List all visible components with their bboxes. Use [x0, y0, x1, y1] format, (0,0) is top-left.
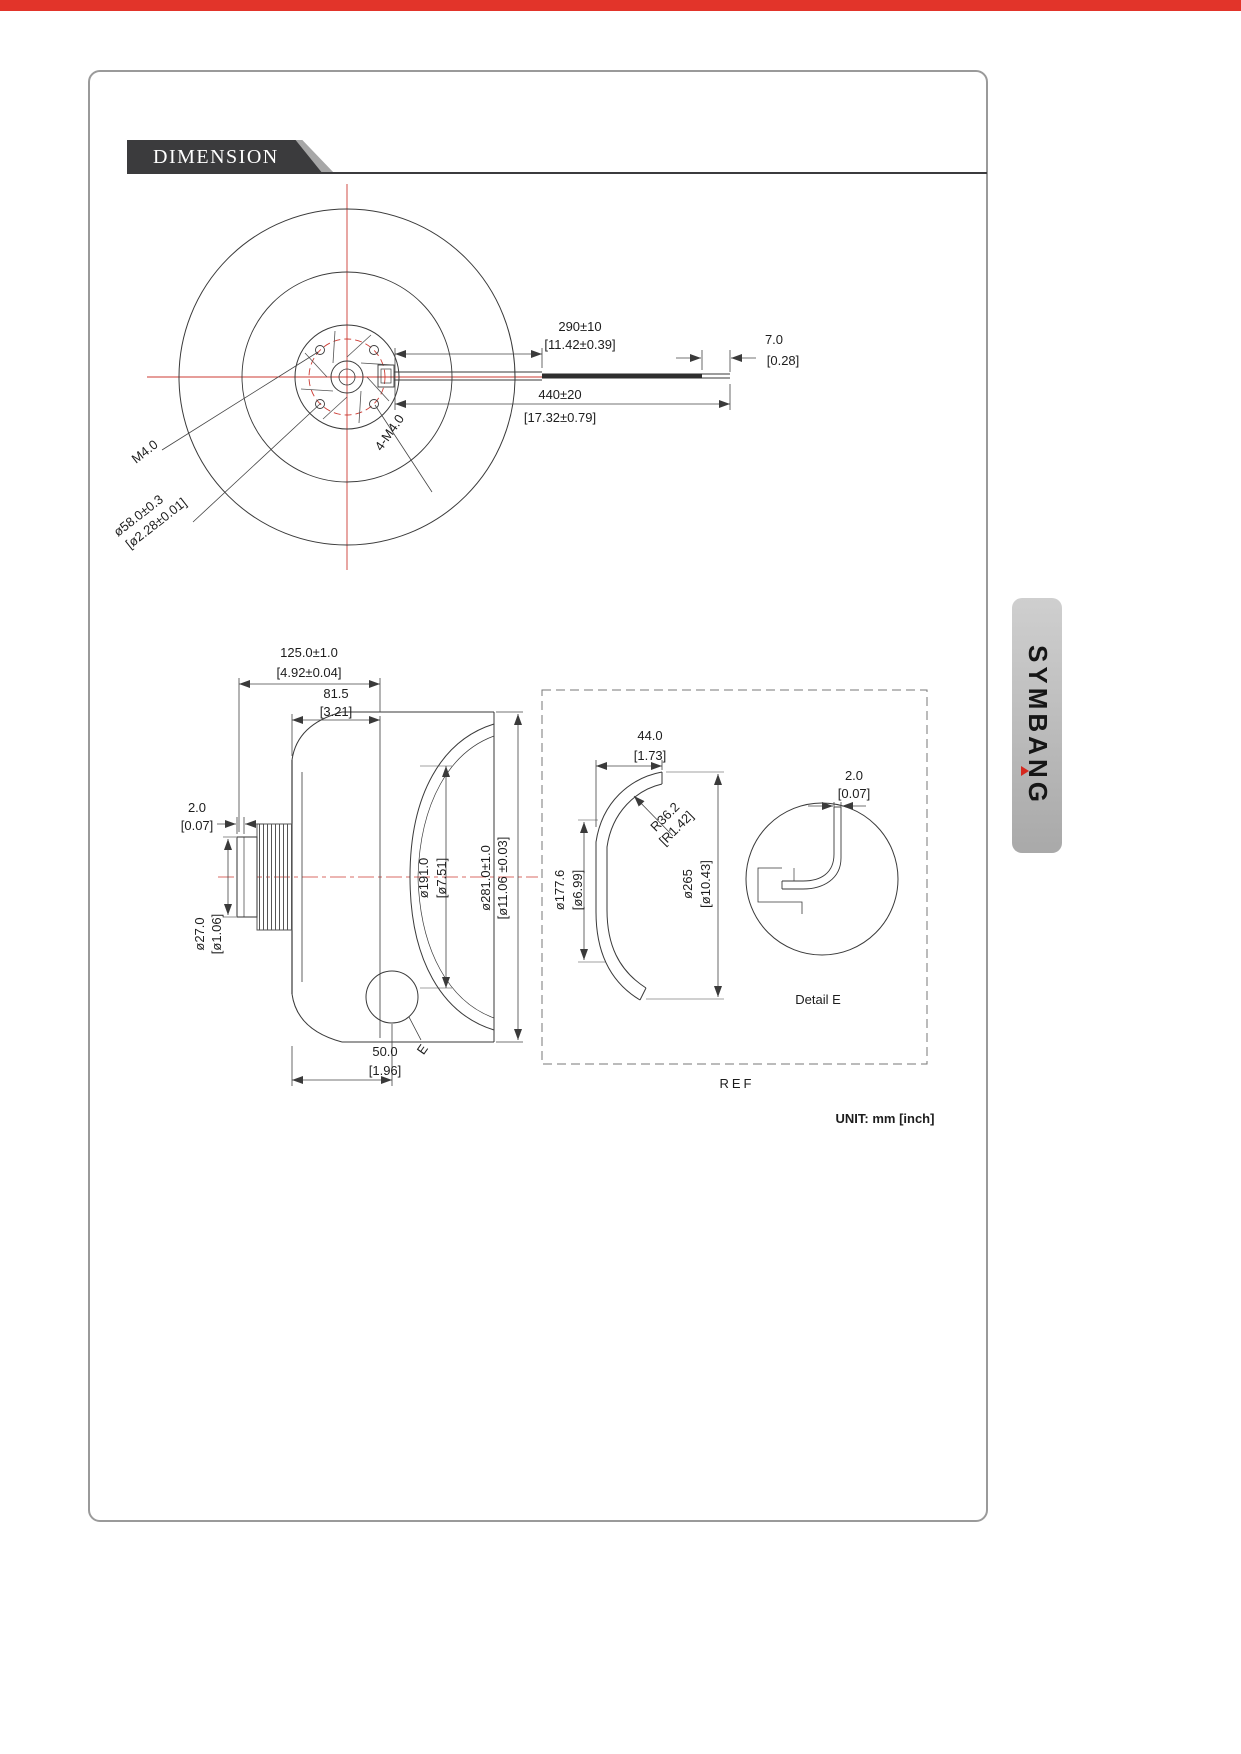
dim-lip-inch: [0.07]: [838, 786, 871, 801]
dim-shaft-dia-mm: ø27.0: [192, 917, 207, 950]
dim-wire-tip-inch: [0.28]: [767, 353, 800, 368]
dim-inlet-depth-inch: [1.96]: [369, 1063, 402, 1078]
dim-step-mm: 2.0: [188, 800, 206, 815]
dim-stator-dia-inch: [ø7.51]: [434, 858, 449, 898]
side-view-dim-texts: 125.0±1.0 [4.92±0.04] 81.5 [3.21] 2.0 [0…: [181, 645, 510, 1078]
dim-body-depth-mm: 81.5: [323, 686, 348, 701]
dim-body-depth-inch: [3.21]: [320, 704, 353, 719]
dim-inlet-depth-mm: 50.0: [372, 1044, 397, 1059]
inlet-ring-profile: [595, 771, 663, 1001]
dim-impeller-dia-mm: ø281.0±1.0: [478, 845, 493, 911]
impeller-outer-circle: [178, 208, 516, 546]
ref-dim-texts: 44.0 [1.73] R36.2 [R1.42] ø177.6 [ø6.99]…: [552, 728, 870, 1091]
dim-wire-total-mm: 440±20: [538, 387, 581, 402]
detail-e-label: Detail E: [795, 992, 841, 1007]
dim-inlet-width-mm: 44.0: [637, 728, 662, 743]
terminal-block-inner: [380, 368, 392, 384]
header-rule: [127, 172, 987, 174]
dim-shaft-dia-inch: [ø1.06]: [209, 914, 224, 954]
ref-box: [541, 689, 928, 1065]
detail-balloon: [365, 970, 419, 1024]
section-tab: DIMENSION: [127, 140, 323, 174]
label-mount-holes: 4-M4.0: [372, 412, 407, 454]
label-thread: M4.0: [129, 437, 161, 467]
top-view-dim-lines: [161, 348, 756, 523]
top-view: 290±10 [11.42±0.39] 7.0 [0.28] 440±20 [1…: [111, 184, 800, 570]
ref-view: 44.0 [1.73] R36.2 [R1.42] ø177.6 [ø6.99]…: [541, 689, 928, 1091]
impeller-inner-circle: [241, 271, 453, 483]
ref-title: REF: [720, 1076, 755, 1091]
side-view-dim-lines: [217, 678, 523, 1086]
brand-logo: SYMBANG: [1022, 645, 1053, 806]
mount-holes: [315, 345, 379, 409]
dim-step-inch: [0.07]: [181, 818, 214, 833]
bolt-circle: [308, 338, 386, 416]
dim-total-depth-mm: 125.0±1.0: [280, 645, 338, 660]
logo-accent-icon: [1021, 766, 1029, 776]
dim-wire-tip-mm: 7.0: [765, 332, 783, 347]
section-title: DIMENSION: [153, 145, 279, 168]
threaded-boss: [256, 823, 293, 931]
technical-drawing: 290±10 [11.42±0.39] 7.0 [0.28] 440±20 [1…: [111, 184, 935, 1126]
ref-dim-lines: [578, 760, 866, 1000]
dim-wire-free-mm: 290±10: [558, 319, 601, 334]
dim-wire-total-inch: [17.32±0.79]: [524, 410, 596, 425]
dim-wire-free-inch: [11.42±0.39]: [544, 337, 615, 352]
brand-tab: SYMBANG: [1012, 598, 1062, 853]
dim-total-depth-inch: [4.92±0.04]: [277, 665, 342, 680]
dim-throat-dia-inch: [ø6.99]: [570, 870, 585, 910]
dim-stator-dia-mm: ø191.0: [416, 858, 431, 898]
shaft-cap: [236, 836, 258, 918]
hub-blades: [300, 330, 394, 424]
dim-lip-mm: 2.0: [845, 768, 863, 783]
shaft-bore-circle: [338, 368, 356, 386]
side-view: 125.0±1.0 [4.92±0.04] 81.5 [3.21] 2.0 [0…: [181, 645, 538, 1086]
detail-e-profile: [757, 806, 842, 914]
dim-outer-dia-inch: [ø10.43]: [698, 860, 713, 908]
top-red-bar: [0, 0, 1241, 11]
detail-mark: E: [414, 1041, 431, 1057]
lead-wire: [394, 371, 730, 381]
sheet-frame: DIMENSION: [88, 70, 988, 1522]
dim-impeller-dia-inch: [ø11.06 ±0.03]: [495, 837, 510, 920]
dim-outer-dia-mm: ø265: [680, 869, 695, 899]
dim-throat-dia-mm: ø177.6: [552, 870, 567, 910]
unit-note: UNIT: mm [inch]: [836, 1111, 935, 1126]
shaft-circle: [330, 360, 364, 394]
dim-inlet-width-inch: [1.73]: [634, 748, 667, 763]
terminal-block: [377, 364, 395, 388]
detail-e-circle: [745, 802, 899, 956]
hub-circle: [294, 324, 400, 430]
